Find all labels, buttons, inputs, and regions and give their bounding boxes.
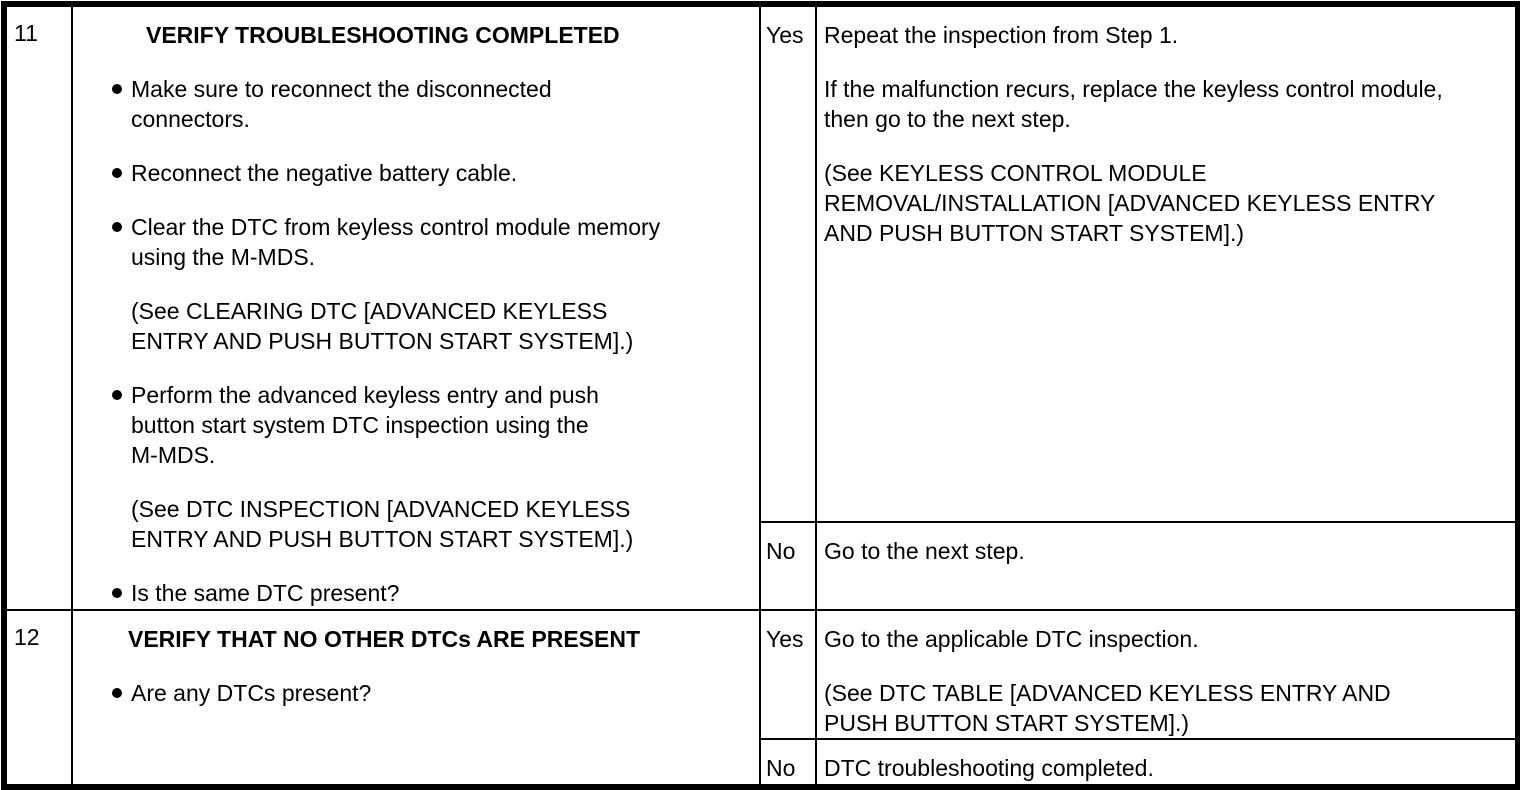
action-title: VERIFY TROUBLESHOOTING COMPLETED (146, 22, 620, 48)
step-number: 12 (14, 624, 40, 650)
bullet-text: Is the same DTC present? (131, 580, 400, 606)
bullet-item: Are any DTCs present? (111, 678, 745, 708)
bullet-text: Clear the DTC from keyless control modul… (131, 214, 661, 270)
bullet-item: Is the same DTC present? (111, 578, 745, 608)
result-cell: Go to the next step. (815, 521, 1517, 611)
bullet-text: Are any DTCs present? (131, 680, 372, 706)
result-paragraph: Go to the next step. (824, 538, 1025, 564)
troubleshooting-table: 11 VERIFY TROUBLESHOOTING COMPLETED Make… (5, 5, 1517, 786)
bullet-icon (111, 380, 131, 470)
step-number-cell: 12 (5, 609, 73, 786)
result-cell: Go to the applicable DTC inspection. (Se… (815, 609, 1517, 740)
action-title: VERIFY THAT NO OTHER DTCs ARE PRESENT (128, 626, 641, 652)
result-cell: DTC troubleshooting completed. (815, 738, 1517, 786)
result-paragraph: Go to the applicable DTC inspection. (824, 626, 1199, 652)
result-paragraph: If the malfunction recurs, replace the k… (824, 76, 1443, 132)
bullet-icon (111, 578, 131, 608)
bullet-item: Reconnect the negative battery cable. (111, 158, 745, 188)
table-row: 11 VERIFY TROUBLESHOOTING COMPLETED Make… (5, 5, 1517, 611)
yes-cell: Yes (759, 609, 817, 740)
result-cell: Repeat the inspection from Step 1. If th… (815, 5, 1517, 523)
bullet-text: Make sure to reconnect the disconnected … (131, 76, 552, 132)
table-row: No DTC troubleshooting completed. (6, 738, 1517, 786)
bullet-item: Make sure to reconnect the disconnected … (111, 74, 745, 134)
yes-cell: Yes (759, 5, 817, 523)
no-cell: No (759, 738, 817, 786)
see-reference-paragraph: (See KEYLESS CONTROL MODULE REMOVAL/INST… (824, 160, 1436, 246)
bullet-icon (111, 158, 131, 188)
bullet-icon (111, 678, 131, 708)
step-number: 11 (14, 20, 38, 46)
action-cell: VERIFY TROUBLESHOOTING COMPLETED Make su… (71, 5, 761, 611)
bullet-item: Clear the DTC from keyless control modul… (111, 212, 745, 272)
no-label: No (766, 755, 796, 781)
bullet-icon (111, 74, 131, 134)
table-row: 12 VERIFY THAT NO OTHER DTCs ARE PRESENT… (5, 609, 1517, 786)
step-number-cell: 11 (5, 5, 73, 611)
bullet-icon (111, 212, 131, 272)
bullet-item: Perform the advanced keyless entry and p… (111, 380, 745, 470)
see-reference-paragraph: (See DTC TABLE [ADVANCED KEYLESS ENTRY A… (824, 680, 1391, 736)
bullet-text: Perform the advanced keyless entry and p… (131, 382, 599, 468)
no-cell: No (759, 521, 817, 611)
see-reference-paragraph: (See CLEARING DTC [ADVANCED KEYLESS ENTR… (131, 298, 634, 354)
see-reference-paragraph: (See DTC INSPECTION [ADVANCED KEYLESS EN… (131, 496, 634, 552)
bullet-text: Reconnect the negative battery cable. (131, 160, 518, 186)
no-label: No (766, 538, 796, 564)
result-paragraph: Repeat the inspection from Step 1. (824, 22, 1179, 48)
action-cell: VERIFY THAT NO OTHER DTCs ARE PRESENT Ar… (71, 609, 761, 786)
result-paragraph: DTC troubleshooting completed. (824, 755, 1154, 781)
table-row: No Go to the next step. (6, 521, 1517, 611)
yes-label: Yes (766, 22, 804, 48)
yes-label: Yes (766, 626, 804, 652)
